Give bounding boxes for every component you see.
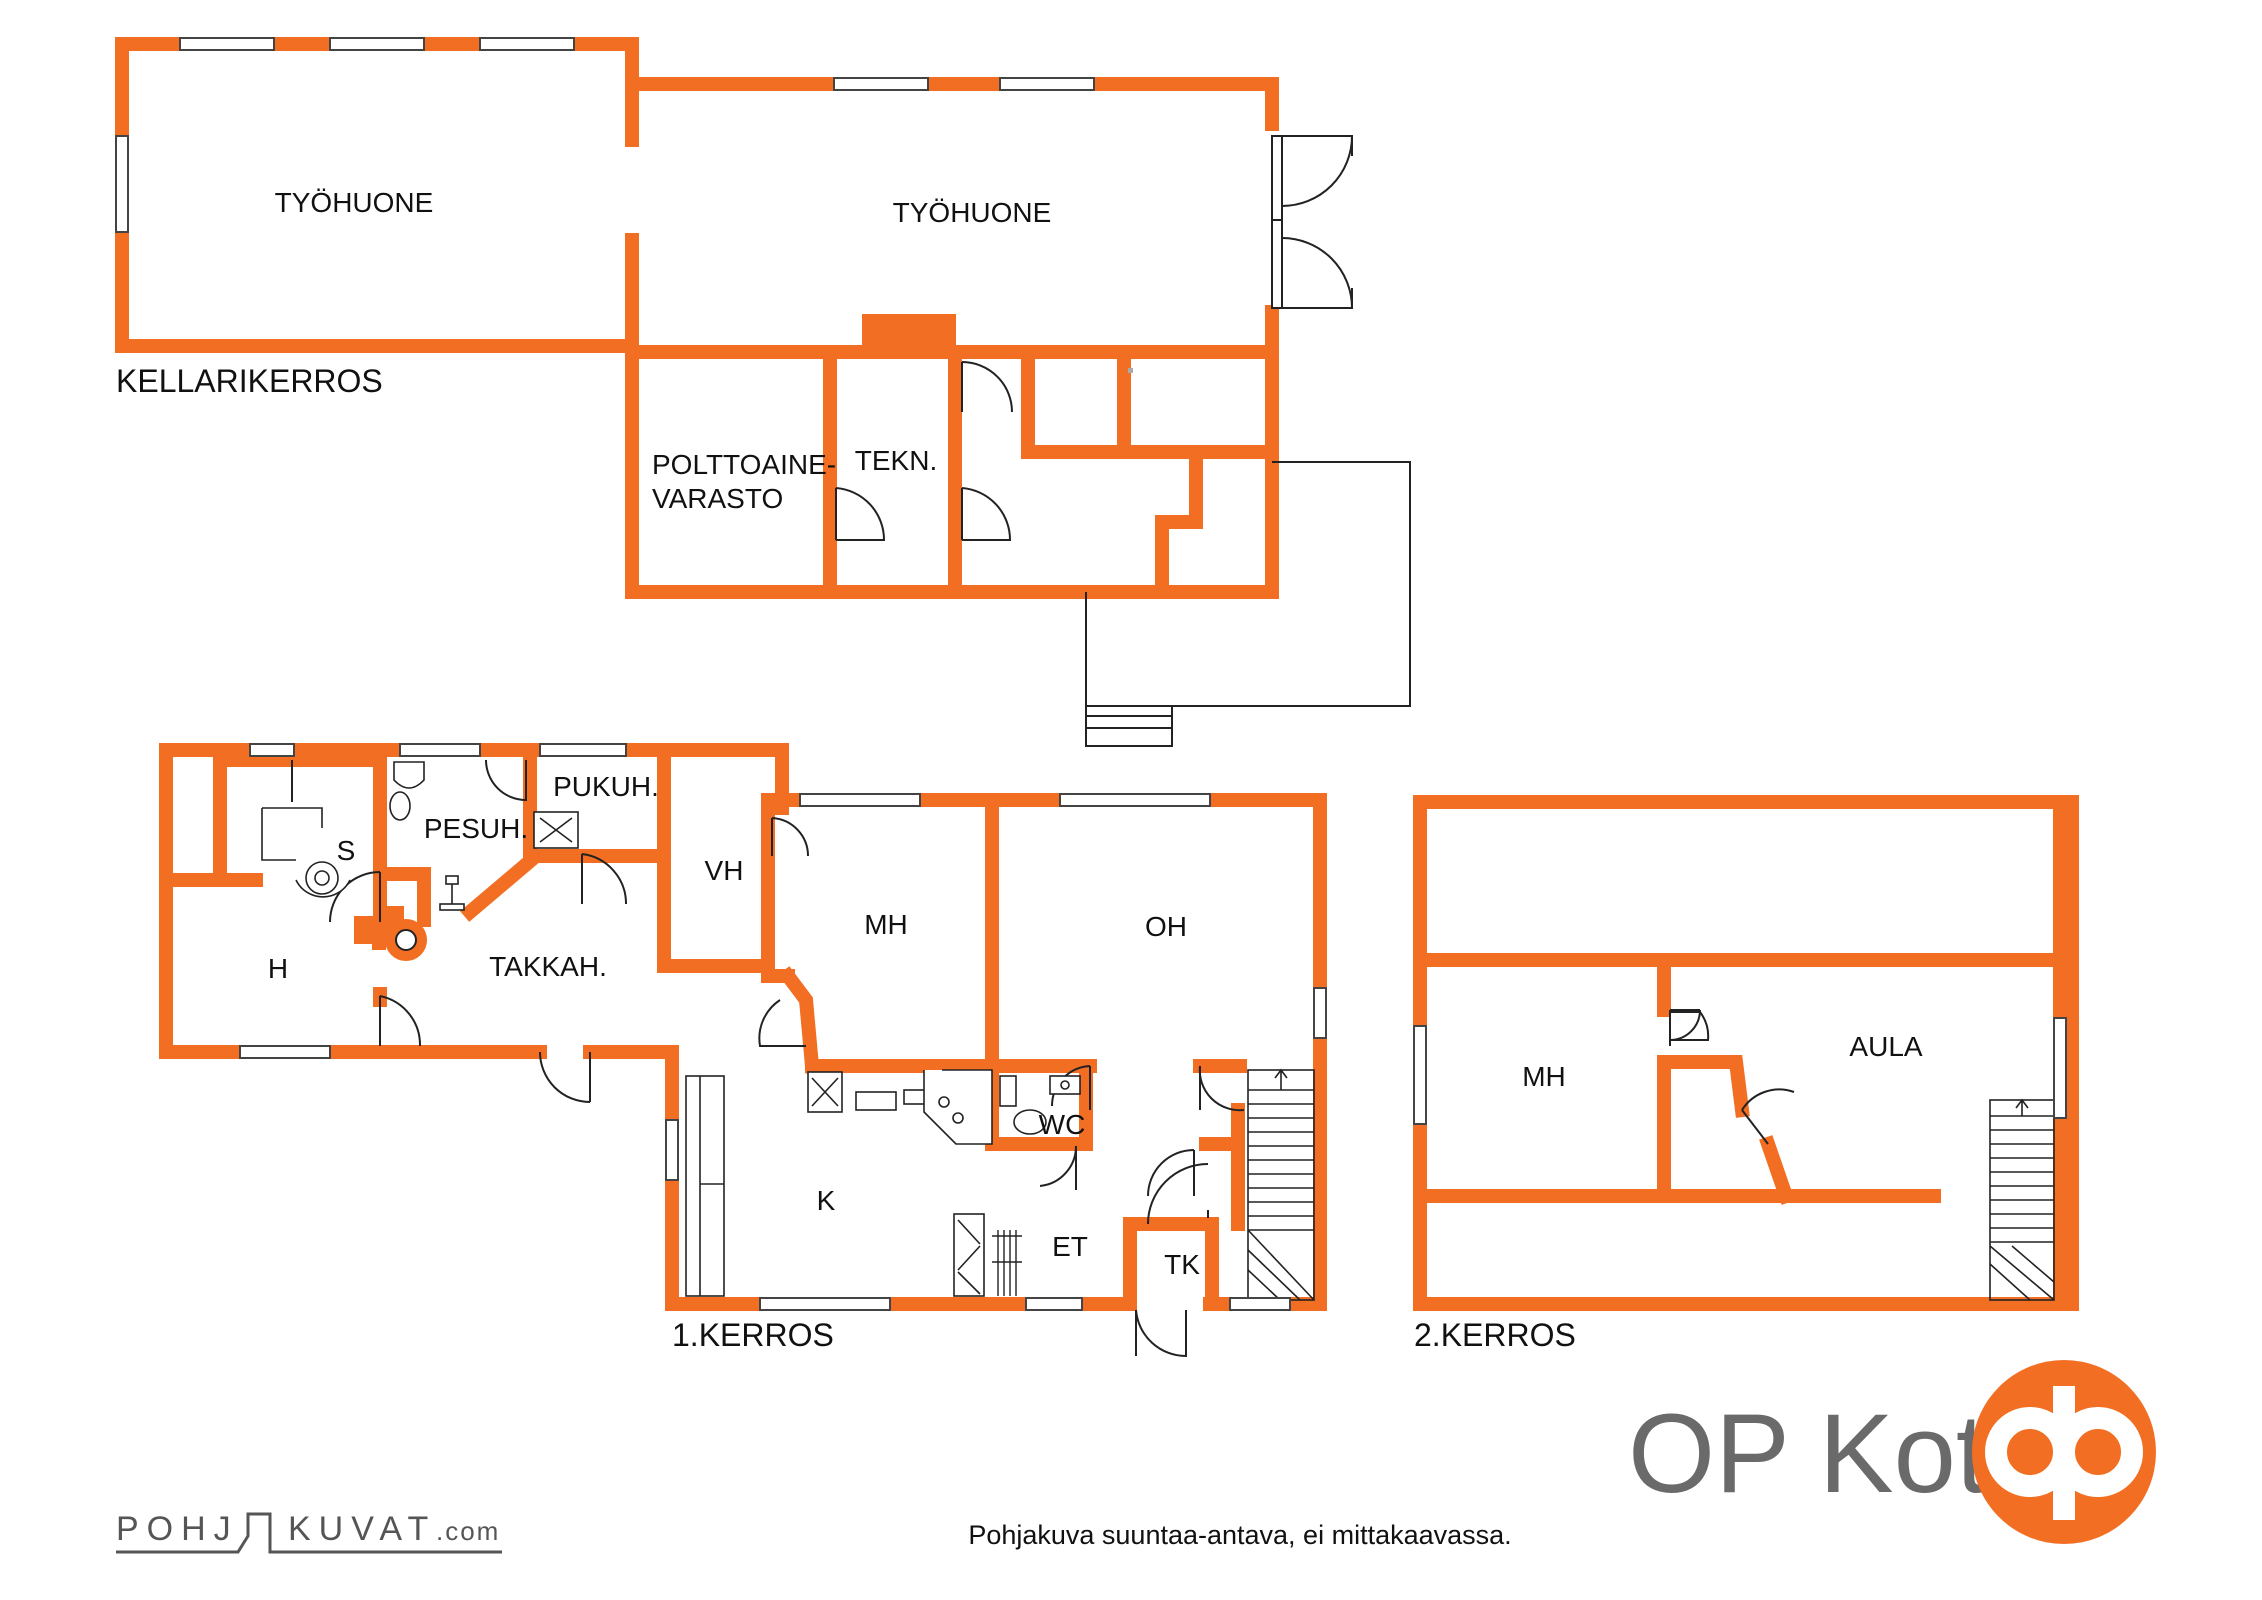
room-label-s: S	[337, 835, 356, 866]
room-label-vh: VH	[705, 855, 744, 886]
pohjakuvat-logo: POHJ KUVAT .com	[116, 1510, 502, 1554]
room-label-tekn: TEKN.	[855, 445, 937, 476]
room-label-k: K	[817, 1185, 836, 1216]
second-floor: MH AULA 2.KERROS	[1413, 795, 2079, 1353]
maker-right-text: KUVAT	[288, 1510, 436, 1548]
room-label-tyohuone-right: TYÖHUONE	[893, 197, 1052, 228]
room-label-wc: WC	[1039, 1109, 1086, 1140]
room-label-oh: OH	[1145, 911, 1187, 942]
first-floor: S PESUH. PUKUH. VH MH OH H TAKKAH. WC K …	[159, 743, 1327, 1358]
room-label-mh-2: MH	[1522, 1061, 1566, 1092]
brand-name: OP Koti	[1628, 1391, 2012, 1516]
op-logo-icon	[1972, 1360, 2156, 1544]
disclaimer-note: Pohjakuva suuntaa-antava, ei mittakaavas…	[968, 1520, 1511, 1550]
room-label-tyohuone-left: TYÖHUONE	[275, 187, 434, 218]
floor-label-2-kerros: 2.KERROS	[1414, 1317, 1576, 1353]
room-label-h: H	[268, 953, 288, 984]
footer: Pohjakuva suuntaa-antava, ei mittakaavas…	[116, 1360, 2156, 1554]
basement-floor: TYÖHUONE TYÖHUONE POLTTOAINE- VARASTO TE…	[115, 37, 1411, 747]
room-label-et: ET	[1052, 1231, 1088, 1262]
room-label-varasto: VARASTO	[652, 483, 783, 514]
floor-label-kellarikerros: KELLARIKERROS	[116, 363, 383, 399]
maker-left-text: POHJ	[116, 1510, 239, 1548]
floor-label-1-kerros: 1.KERROS	[672, 1317, 834, 1353]
maker-suffix-text: .com	[436, 1516, 500, 1546]
room-label-aula: AULA	[1849, 1031, 1922, 1062]
room-label-mh: MH	[864, 909, 908, 940]
room-label-tk: TK	[1164, 1249, 1200, 1280]
room-label-polttoaine: POLTTOAINE-	[652, 449, 836, 480]
room-label-pukuh: PUKUH.	[553, 771, 659, 802]
room-label-takkah: TAKKAH.	[489, 951, 607, 982]
room-label-pesuh: PESUH.	[424, 813, 528, 844]
